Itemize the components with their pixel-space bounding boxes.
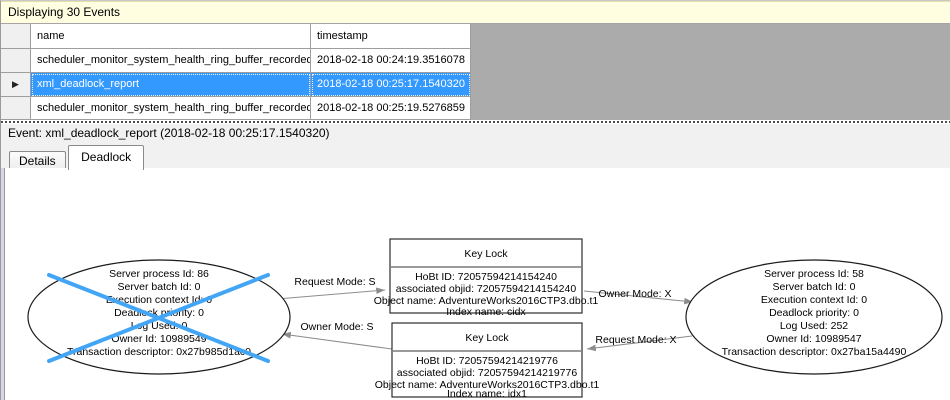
resource-title: Key Lock xyxy=(464,248,508,260)
svg-text:Object name: AdventureWorks201: Object name: AdventureWorks2016CTP3.dbo.… xyxy=(374,295,599,307)
edge-label-owner-mode-s: Owner Mode: S xyxy=(301,321,374,333)
deadlock-graph-pane: Server process Id: 86 Server batch Id: 0… xyxy=(1,168,950,400)
resource-node-keylock-bottom[interactable]: Key Lock HoBt ID: 72057594214219776 asso… xyxy=(375,322,600,400)
process-node-survivor-text: Server process Id: 58 Server batch Id: 0… xyxy=(722,268,907,358)
svg-text:Transaction descriptor: 0x27ba: Transaction descriptor: 0x27ba15a4490 xyxy=(722,346,907,358)
events-count-label: Displaying 30 Events xyxy=(8,5,121,19)
selected-event-bar: Event: xml_deadlock_report (2018-02-18 0… xyxy=(1,124,950,144)
process-node-survivor[interactable] xyxy=(685,259,943,375)
events-count-bar: Displaying 30 Events xyxy=(1,1,950,24)
column-header-name[interactable]: name xyxy=(31,24,311,49)
tab-details[interactable]: Details xyxy=(9,151,66,171)
svg-text:Index name: idx1: Index name: idx1 xyxy=(447,388,527,400)
event-row-timestamp[interactable]: 2018-02-18 00:25:19.5276859 xyxy=(311,97,471,120)
svg-text:associated objid: 720575942141: associated objid: 72057594214154240 xyxy=(396,283,577,295)
victim-cross-icon xyxy=(47,273,270,363)
svg-text:Server process Id: 86: Server process Id: 86 xyxy=(109,268,209,280)
svg-text:Log Used: 252: Log Used: 252 xyxy=(780,320,848,332)
column-header-timestamp[interactable]: timestamp xyxy=(311,24,471,49)
edge-label-request-mode-x: Request Mode: X xyxy=(595,334,676,346)
resource-node-keylock-top[interactable]: Key Lock HoBt ID: 72057594214154240 asso… xyxy=(374,238,599,318)
svg-text:Server batch Id: 0: Server batch Id: 0 xyxy=(773,281,856,293)
current-row-arrow-icon: ▶ xyxy=(12,79,19,89)
edge-request-s-arrow[interactable] xyxy=(276,287,386,300)
event-row-name[interactable]: scheduler_monitor_system_health_ring_buf… xyxy=(31,97,311,120)
event-row-timestamp-selected[interactable]: 2018-02-18 00:25:17.1540320 xyxy=(311,73,471,97)
svg-text:Server process Id: 58: Server process Id: 58 xyxy=(764,268,864,280)
detail-tabstrip: Details Deadlock xyxy=(1,144,950,171)
edge-owner-s-arrow[interactable] xyxy=(281,331,393,350)
pane-left-strip xyxy=(1,168,5,400)
selected-event-label: Event: xml_deadlock_report (2018-02-18 0… xyxy=(8,126,330,140)
horizontal-splitter[interactable] xyxy=(1,120,950,124)
svg-text:HoBt ID: 72057594214219776: HoBt ID: 72057594214219776 xyxy=(416,355,558,367)
svg-text:Server batch Id: 0: Server batch Id: 0 xyxy=(118,281,201,293)
svg-text:Object name: AdventureWorks201: Object name: AdventureWorks2016CTP3.dbo.… xyxy=(375,379,600,391)
svg-text:Owner Id: 10989547: Owner Id: 10989547 xyxy=(766,333,861,345)
svg-text:Index name: cidx: Index name: cidx xyxy=(446,306,526,318)
grid-empty-area xyxy=(471,24,950,49)
svg-text:Execution context Id: 0: Execution context Id: 0 xyxy=(106,294,212,306)
edge-label-owner-mode-x: Owner Mode: X xyxy=(599,288,672,300)
edge-owner-x-arrow[interactable] xyxy=(583,290,694,305)
svg-text:Transaction descriptor: 0x27b9: Transaction descriptor: 0x27b985d1ac0 xyxy=(67,346,251,358)
svg-text:HoBt ID: 72057594214154240: HoBt ID: 72057594214154240 xyxy=(415,271,557,283)
event-row-timestamp[interactable]: 2018-02-18 00:24:19.3516078 xyxy=(311,49,471,73)
deadlock-graph: Server process Id: 86 Server batch Id: 0… xyxy=(27,238,943,400)
svg-text:Execution context Id: 0: Execution context Id: 0 xyxy=(761,294,867,306)
row-selector[interactable] xyxy=(1,97,31,120)
row-selector[interactable] xyxy=(1,49,31,73)
event-row-name[interactable]: scheduler_monitor_system_health_ring_buf… xyxy=(31,49,311,73)
row-selector-current[interactable]: ▶ xyxy=(1,73,31,97)
svg-text:associated objid: 720575942142: associated objid: 72057594214219776 xyxy=(397,367,578,379)
edge-label-request-mode-s: Request Mode: S xyxy=(294,276,375,288)
tab-deadlock[interactable]: Deadlock xyxy=(68,145,145,170)
row-selector-header xyxy=(1,24,31,49)
svg-text:Owner Id: 10989549: Owner Id: 10989549 xyxy=(111,333,206,345)
svg-text:Deadlock priority: 0: Deadlock priority: 0 xyxy=(769,307,859,319)
resource-title: Key Lock xyxy=(465,332,509,344)
events-grid: name timestamp scheduler_monitor_system_… xyxy=(1,24,950,120)
edge-request-x-arrow[interactable] xyxy=(586,335,693,352)
event-row-name-selected[interactable]: xml_deadlock_report xyxy=(31,73,311,97)
